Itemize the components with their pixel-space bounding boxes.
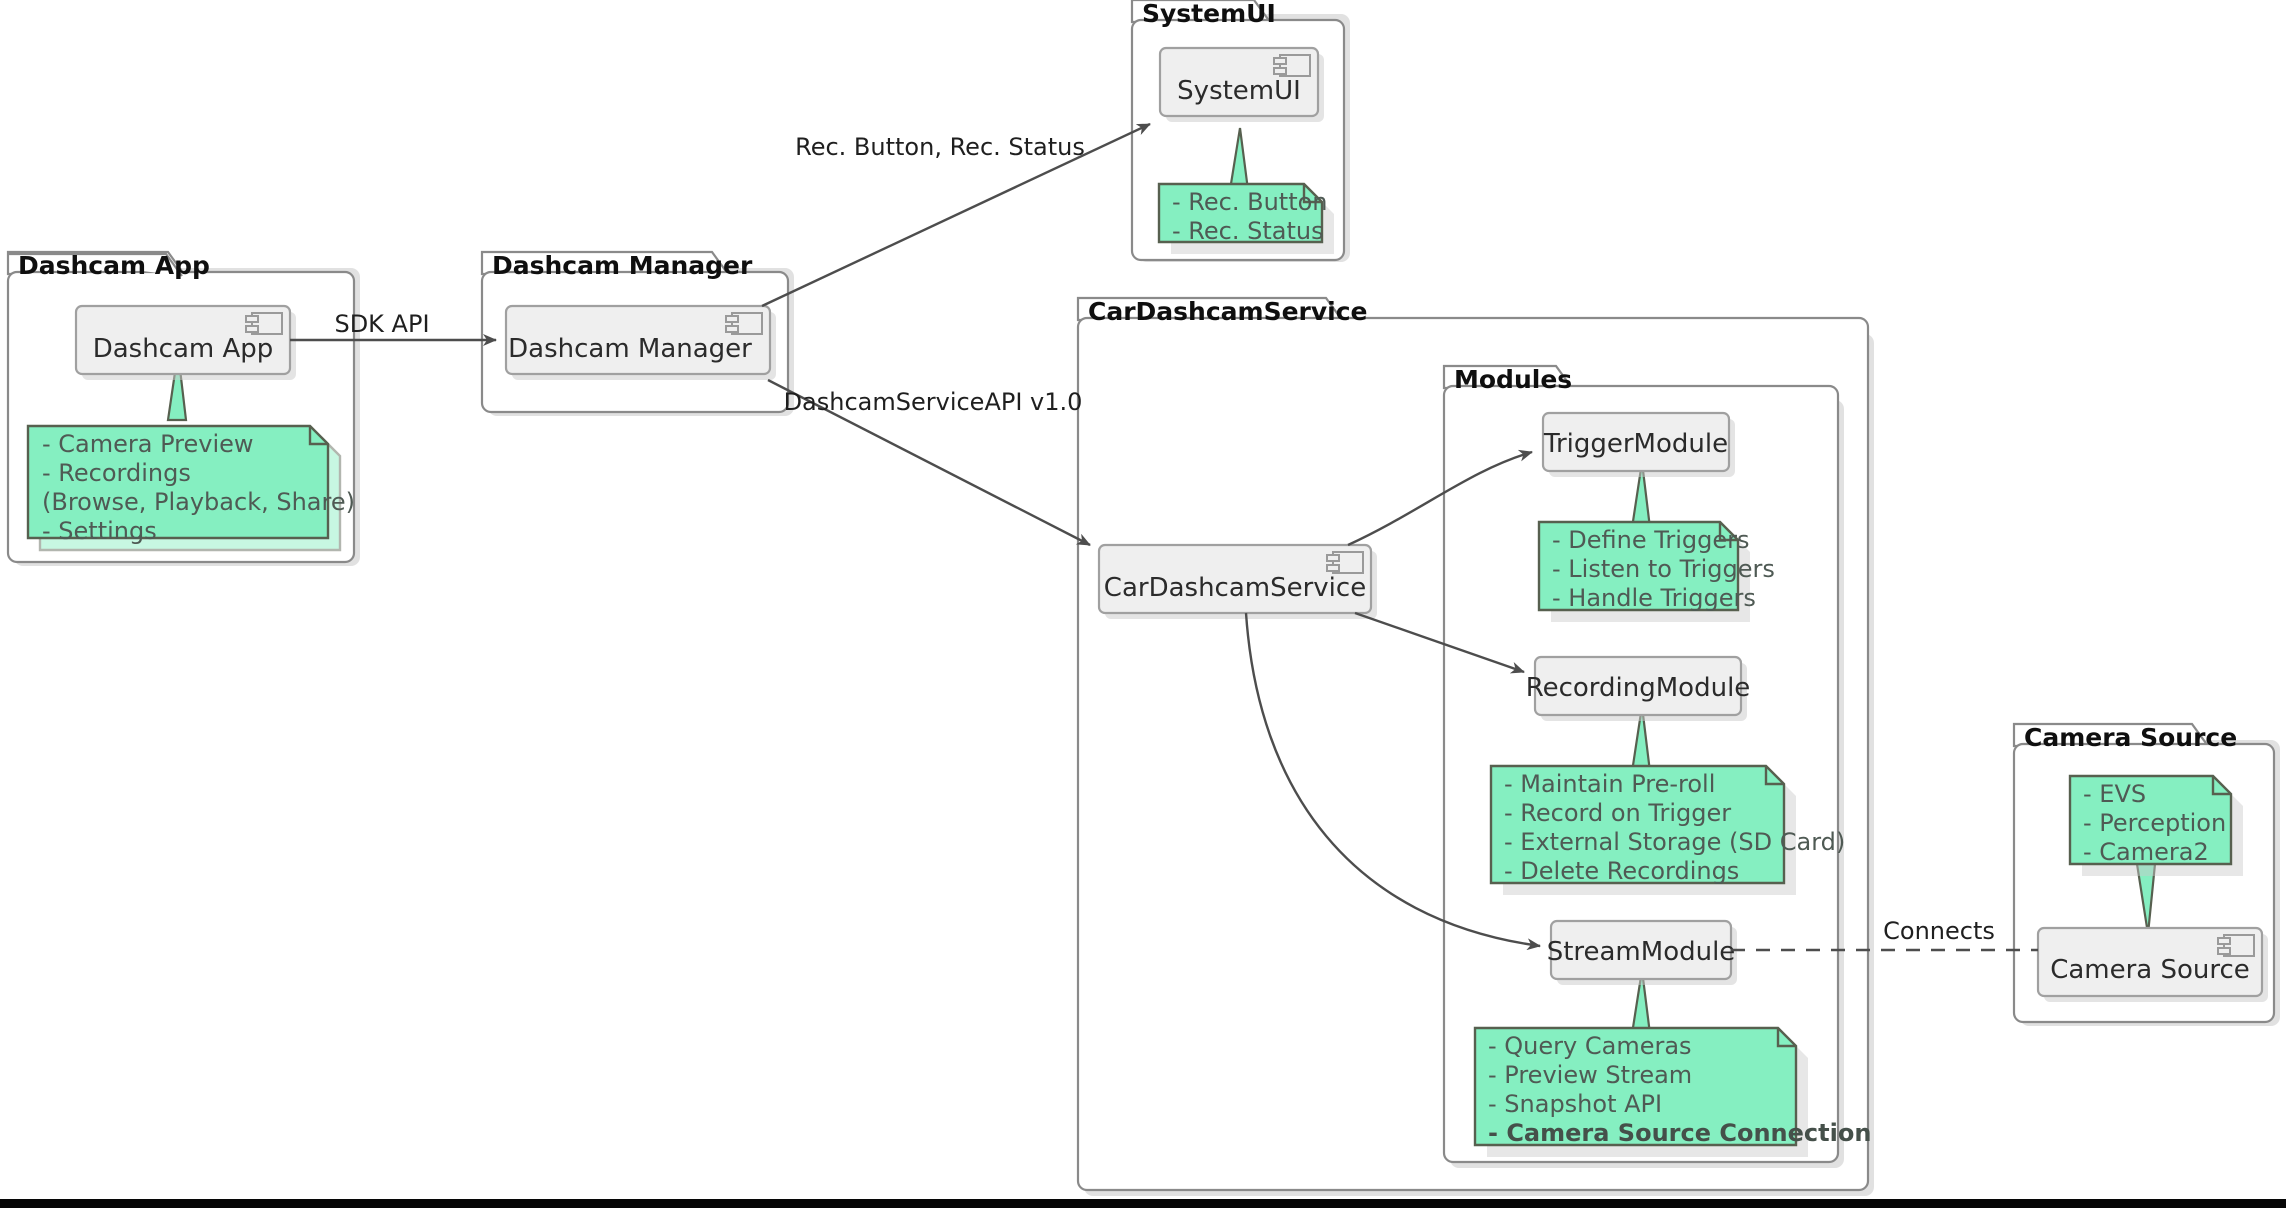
note-system-ui: - Rec. Button - Rec. Status	[1157, 182, 1334, 254]
component-label: RecordingModule	[1526, 673, 1751, 703]
package-title-car-dashcam-service: CarDashcamService	[1088, 297, 1368, 326]
note-line: - External Storage (SD Card)	[1504, 828, 1845, 856]
note-line: - Rec. Status	[1172, 217, 1324, 245]
note-line: - Query Cameras	[1488, 1032, 1692, 1060]
package-dashcam-app: Dashcam App Dashcam App - Camera Preview…	[6, 250, 360, 566]
edge-label: Rec. Button, Rec. Status	[795, 133, 1085, 161]
component-trigger-module[interactable]: TriggerModule	[1541, 411, 1735, 477]
note-line: - Listen to Triggers	[1552, 555, 1775, 583]
note-line: - Record on Trigger	[1504, 799, 1731, 827]
component-icon	[725, 312, 763, 335]
component-car-dashcam-service[interactable]: CarDashcamService	[1097, 543, 1377, 619]
edge-label: DashcamServiceAPI v1.0	[784, 388, 1083, 416]
package-title-dashcam-manager: Dashcam Manager	[492, 251, 753, 280]
component-label: TriggerModule	[1543, 429, 1728, 459]
package-modules: Modules TriggerModule - Define Triggers …	[1442, 364, 1871, 1168]
note-line: - Maintain Pre-roll	[1504, 770, 1715, 798]
package-system-ui: SystemUI SystemUI - Rec. Button - Rec. S…	[1130, 0, 1350, 262]
note-line: - Snapshot API	[1488, 1090, 1662, 1118]
component-icon	[1273, 54, 1311, 77]
component-stream-module[interactable]: StreamModule	[1547, 919, 1737, 985]
component-dashcam-manager[interactable]: Dashcam Manager	[504, 304, 776, 380]
bottom-edge-bar	[0, 1199, 2286, 1208]
note-line: - Recordings	[42, 459, 191, 487]
note-line: - Rec. Button	[1172, 188, 1328, 216]
component-camera-source[interactable]: Camera Source	[2036, 926, 2268, 1002]
package-title-dashcam-app: Dashcam App	[18, 251, 210, 280]
note-dashcam-app: - Camera Preview - Recordings (Browse, P…	[26, 424, 355, 552]
component-system-ui[interactable]: SystemUI	[1158, 46, 1324, 122]
edge-rec-button-status: Rec. Button, Rec. Status	[761, 122, 1151, 308]
edge-service-trigger-module	[1347, 449, 1533, 547]
package-title-camera-source: Camera Source	[2024, 723, 2237, 752]
component-label: SystemUI	[1177, 76, 1301, 106]
note-recording-module: - Maintain Pre-roll - Record on Trigger …	[1489, 764, 1845, 895]
package-dashcam-manager: Dashcam Manager Dashcam Manager	[480, 250, 794, 416]
package-car-dashcam-service: CarDashcamService Modules TriggerModule …	[1076, 296, 1874, 1196]
note-line: - Camera2	[2083, 838, 2209, 866]
note-line: - Camera Preview	[42, 430, 254, 458]
component-label: Dashcam App	[93, 334, 274, 364]
note-line: - Camera Source Connection	[1488, 1119, 1871, 1147]
edge-service-recording-module	[1354, 611, 1525, 674]
note-line: - Define Triggers	[1552, 526, 1750, 554]
edge-service-stream-module	[1244, 612, 1541, 951]
component-icon	[1326, 551, 1364, 574]
note-line: - Perception	[2083, 809, 2226, 837]
note-camera-source: - EVS - Perception - Camera2	[2068, 774, 2243, 876]
note-line: - EVS	[2083, 780, 2146, 808]
edge-label: SDK API	[334, 310, 429, 338]
edge-stream-camera-source: Connects	[1731, 917, 2038, 952]
package-title-system-ui: SystemUI	[1142, 0, 1276, 28]
component-label: CarDashcamService	[1104, 573, 1366, 603]
component-icon	[245, 312, 283, 335]
note-stream-module: - Query Cameras - Preview Stream - Snaps…	[1473, 1026, 1871, 1157]
note-line: - Handle Triggers	[1552, 584, 1756, 612]
component-label: Camera Source	[2050, 955, 2250, 985]
component-label: StreamModule	[1547, 937, 1736, 967]
package-camera-source: Camera Source - EVS - Perception - Camer…	[2012, 722, 2280, 1026]
component-icon	[2217, 934, 2255, 957]
note-line: - Preview Stream	[1488, 1061, 1692, 1089]
note-line: - Delete Recordings	[1504, 857, 1739, 885]
note-line: (Browse, Playback, Share)	[42, 488, 355, 516]
package-title-modules: Modules	[1454, 365, 1572, 394]
component-recording-module[interactable]: RecordingModule	[1526, 655, 1751, 721]
note-trigger-module: - Define Triggers - Listen to Triggers -…	[1537, 520, 1775, 622]
note-connector-dashcam-app	[166, 351, 188, 422]
component-label: Dashcam Manager	[508, 334, 752, 364]
component-dashcam-app[interactable]: Dashcam App	[74, 304, 296, 380]
edge-label: Connects	[1883, 917, 1995, 945]
note-line: - Settings	[42, 517, 157, 545]
edge-dashcam-service-api: DashcamServiceAPI v1.0	[767, 378, 1091, 547]
edge-sdk-api: SDK API	[290, 310, 497, 346]
